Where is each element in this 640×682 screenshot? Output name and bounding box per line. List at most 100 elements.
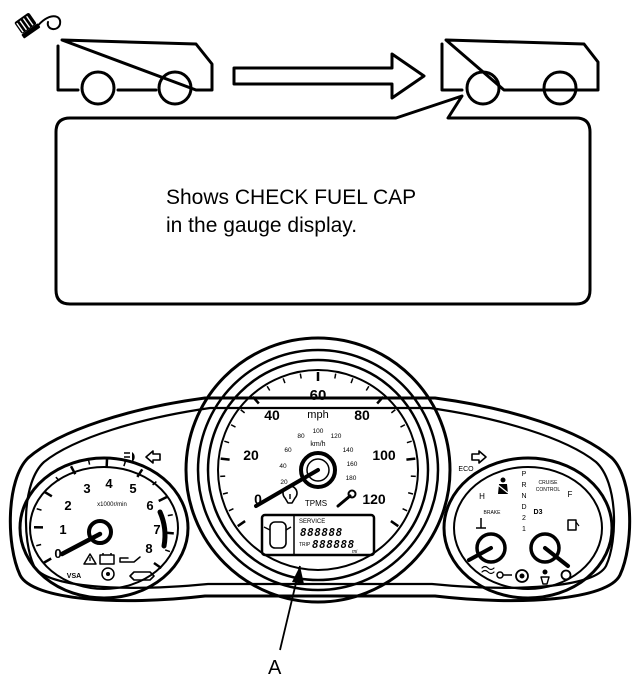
defrost-icon — [481, 565, 495, 575]
mph-tick-40: 40 — [264, 407, 280, 423]
gear-letter: D — [521, 504, 526, 511]
tachometer-hub — [87, 519, 113, 545]
temperature-icon — [476, 518, 486, 529]
speedometer-ticks — [220, 372, 416, 528]
check-engine-icon — [129, 571, 155, 581]
arrow-right-icon — [232, 52, 426, 100]
kmh-tick: 60 — [284, 447, 292, 454]
mph-tick-0: 0 — [254, 491, 262, 507]
tick-mark — [42, 557, 52, 565]
kmh-tick: 80 — [297, 433, 305, 440]
mph-label: mph — [307, 409, 328, 421]
label-a: A — [268, 657, 282, 679]
car-icon — [56, 38, 214, 106]
kmh-tick: 140 — [343, 447, 354, 454]
tick-mark — [299, 373, 302, 379]
tire-icon — [560, 569, 572, 581]
gear-letter: P — [522, 471, 527, 478]
tick-mark — [136, 468, 144, 478]
tach-tick: 5 — [129, 481, 136, 496]
leader-a: A — [268, 565, 304, 679]
door-open-icon — [263, 521, 292, 549]
gear-letter: 1 — [522, 526, 526, 533]
kmh-tick: 20 — [280, 479, 288, 486]
tachometer-labels: 0 1 2 3 4 5 6 7 8 — [54, 476, 160, 561]
tick-mark — [220, 457, 230, 461]
fuel-cap-icon — [14, 13, 62, 39]
tick-mark — [123, 461, 127, 467]
kmh-tick: 180 — [346, 475, 357, 482]
tick-mark — [251, 395, 260, 405]
tick-mark — [158, 495, 168, 503]
headlight-icon — [124, 452, 135, 462]
airbag-icon — [540, 569, 550, 585]
kmh-scale: 20 40 60 80 100 120 140 160 180 — [279, 428, 357, 486]
vsa-off-icon — [101, 567, 115, 581]
battery-icon — [99, 553, 115, 565]
tach-tick: 3 — [83, 481, 90, 496]
tick-mark — [376, 395, 385, 405]
tick-mark — [55, 476, 60, 482]
warning-icon — [83, 553, 97, 565]
tach-tick: 1 — [59, 522, 66, 537]
trip-meter: 888888 — [312, 538, 355, 551]
vsa-label: VSA — [67, 573, 81, 580]
tach-tick: 6 — [146, 498, 153, 513]
tick-mark — [406, 457, 416, 461]
tick-mark — [36, 543, 42, 547]
d3-label: D3 — [534, 509, 543, 516]
tick-mark — [390, 409, 396, 414]
fuel-gauge-needle — [543, 546, 570, 568]
wrench-icon — [336, 489, 357, 508]
tach-tick: 2 — [64, 498, 71, 513]
tick-mark — [365, 385, 370, 391]
tick-mark — [224, 440, 230, 444]
tick-mark — [407, 492, 414, 495]
immobilizer-icon — [515, 569, 529, 583]
speedometer-needle — [254, 468, 320, 508]
trip-label: TRIP — [299, 542, 311, 548]
temp-h-label: H — [479, 492, 485, 501]
kmh-tick: 160 — [347, 461, 358, 468]
tick-mark — [153, 561, 163, 570]
redline-band — [157, 509, 168, 549]
key-icon — [496, 571, 512, 579]
car-icon — [440, 38, 600, 106]
mph-tick-120: 120 — [362, 491, 386, 507]
fuel-gauge-hub — [529, 532, 561, 564]
tick-mark — [43, 490, 53, 498]
tick-mark — [400, 424, 406, 428]
tach-unit: x1000r/min — [97, 502, 127, 508]
tpms-label: TPMS — [305, 499, 327, 508]
gear-indicator: P R N D 2 1 — [521, 471, 526, 533]
tpms-icon — [282, 485, 298, 504]
oil-icon — [119, 556, 141, 563]
tick-mark — [240, 409, 246, 414]
tick-mark — [406, 440, 412, 444]
kmh-tick: 100 — [313, 428, 324, 435]
mph-tick-80: 80 — [354, 407, 370, 423]
temp-gauge-needle — [467, 546, 493, 562]
tick-mark — [228, 508, 234, 512]
callout-line-1: Shows CHECK FUEL CAP — [166, 186, 416, 209]
tach-tick: 7 — [153, 522, 160, 537]
cruise-label-2: CONTROL — [536, 487, 561, 493]
tachometer-ticks — [33, 458, 174, 570]
tick-mark — [167, 513, 173, 517]
tick-mark — [230, 424, 236, 428]
tick-mark — [350, 378, 354, 384]
tick-mark — [282, 378, 286, 384]
tick-mark — [334, 373, 337, 379]
tick-mark — [87, 459, 91, 465]
display-unit: mi — [352, 549, 358, 555]
tick-mark — [266, 385, 271, 391]
tick-mark — [36, 508, 42, 511]
tick-mark — [402, 508, 408, 512]
tick-mark — [237, 520, 246, 528]
mph-tick-100: 100 — [372, 447, 396, 463]
tach-tick: 0 — [54, 546, 61, 561]
tick-mark — [69, 465, 77, 475]
tach-tick: 8 — [145, 541, 152, 556]
tick-mark — [222, 492, 229, 495]
